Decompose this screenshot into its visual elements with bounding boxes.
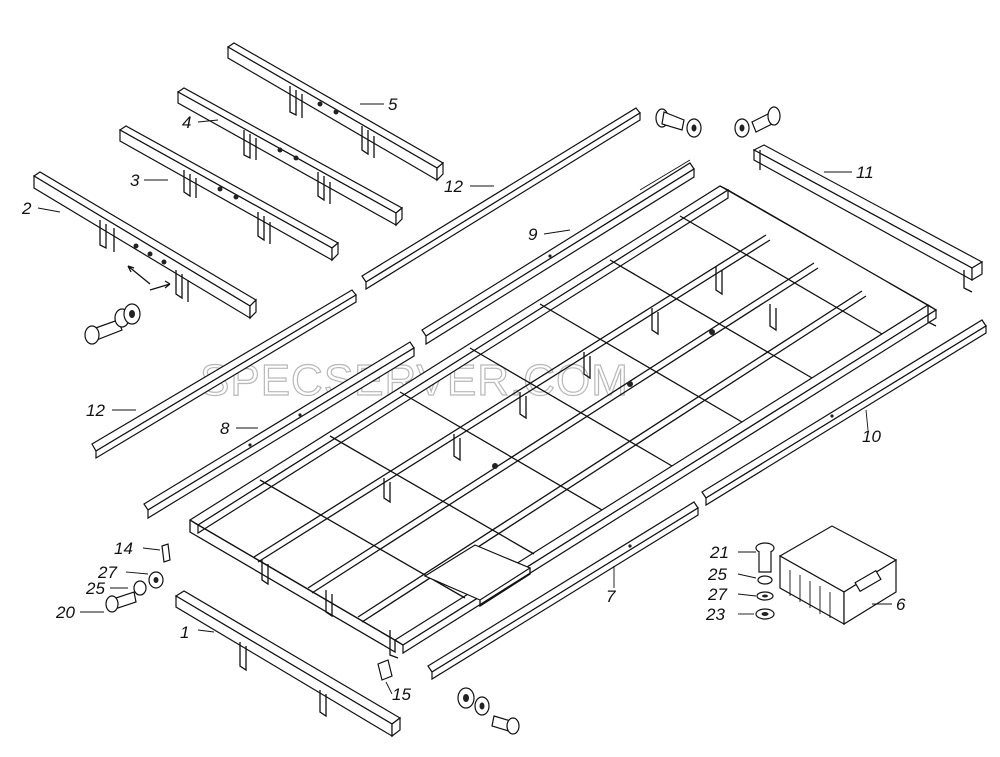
callout-27-right: 27 [707, 585, 727, 604]
callout-10: 10 [862, 427, 881, 446]
bolts-top [655, 106, 781, 138]
main-frame [188, 185, 938, 659]
callout-15: 15 [392, 685, 411, 704]
callout-4: 4 [182, 113, 191, 132]
callout-5: 5 [388, 95, 398, 114]
crossbeam-5 [226, 42, 445, 182]
bracket-15 [377, 659, 393, 681]
crossbeam-1 [174, 590, 402, 738]
callout-25-right: 25 [707, 565, 727, 584]
leader-lines [37, 103, 892, 695]
fastener-stack-right [755, 542, 775, 620]
callout-21: 21 [709, 543, 729, 562]
rail-7 [427, 501, 699, 681]
rail-11 [752, 144, 984, 293]
callout-27-left: 27 [97, 563, 117, 582]
callout-3: 3 [130, 171, 140, 190]
callout-14: 14 [114, 539, 133, 558]
callout-12-lower: 12 [86, 401, 105, 420]
crossbeam-4 [176, 87, 404, 227]
direction-arrows [127, 265, 171, 291]
battery-box-6 [778, 525, 898, 626]
crossbeam-2 [32, 171, 257, 320]
callout-25-left: 25 [85, 579, 105, 598]
callout-20: 20 [55, 603, 75, 622]
callout-23: 23 [705, 605, 725, 624]
rail-8 [143, 341, 415, 520]
callout-11: 11 [856, 163, 874, 182]
rail-9 [421, 159, 695, 346]
callout-6: 6 [896, 595, 906, 614]
rail-12-upper [361, 107, 641, 291]
rail-10 [701, 319, 987, 507]
callout-7: 7 [606, 587, 616, 606]
callout-9: 9 [528, 225, 538, 244]
bolt-washer-bottom [457, 687, 520, 735]
crossbeam-3 [118, 125, 340, 262]
callout-2: 2 [21, 199, 32, 218]
fastener-stack-left [105, 543, 171, 613]
bolt-washer-nut-group [84, 303, 141, 345]
callout-8: 8 [220, 419, 230, 438]
rail-12-lower [91, 289, 357, 460]
callout-12-upper: 12 [444, 177, 463, 196]
callout-1: 1 [180, 623, 189, 642]
